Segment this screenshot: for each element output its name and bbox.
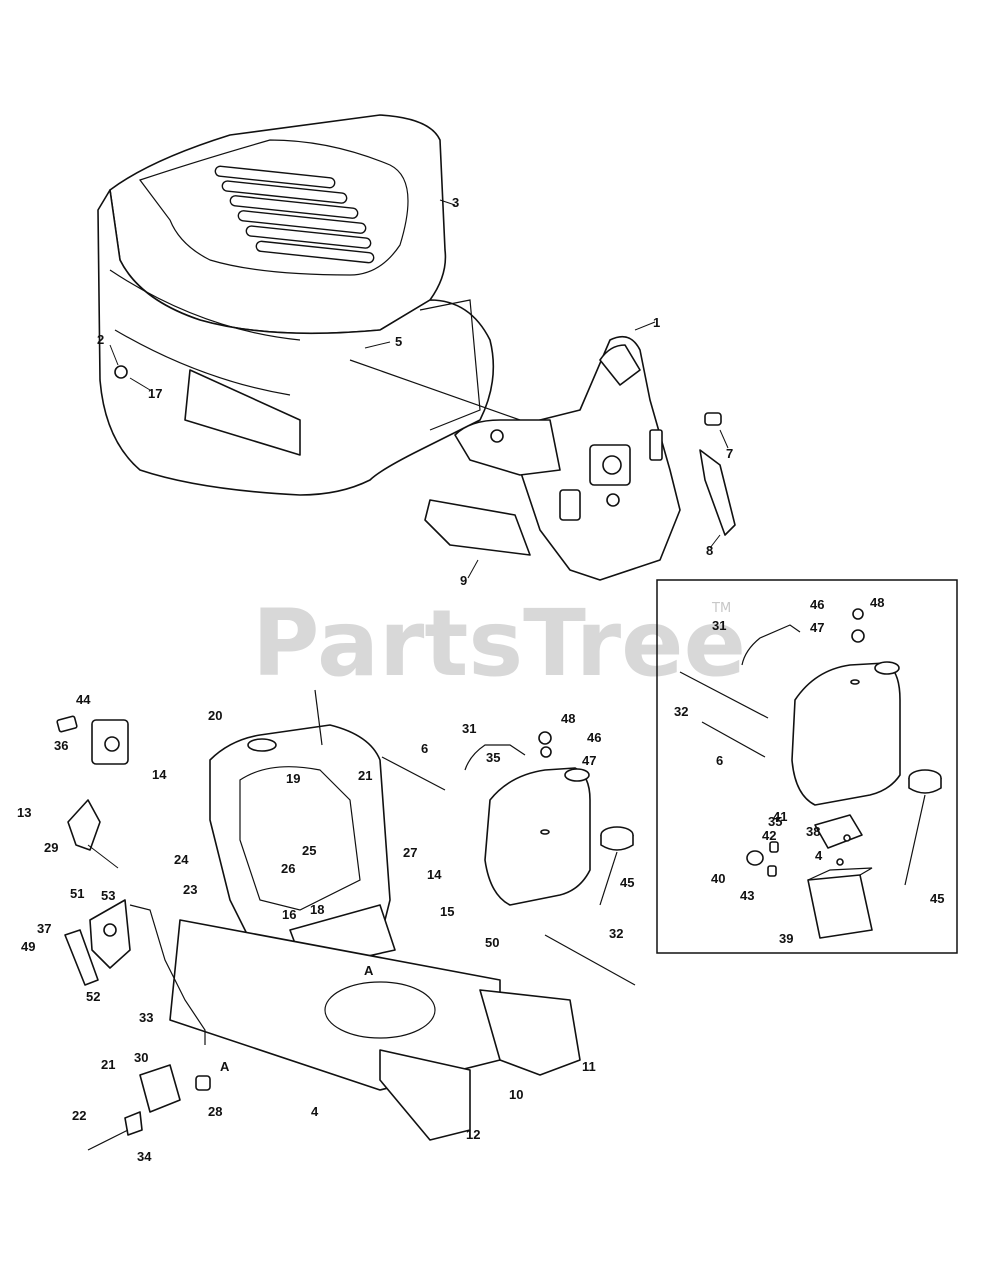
fuel-tank-part-35 bbox=[484, 767, 591, 906]
watermark: PartsTree bbox=[252, 590, 746, 697]
bumper-part-7 bbox=[704, 412, 722, 426]
callout-45: 45 bbox=[620, 875, 634, 890]
hood-part bbox=[97, 114, 521, 496]
inset-rod-part-32 bbox=[679, 671, 769, 719]
inset-fuel-cap-part-45 bbox=[904, 769, 942, 886]
callout-49: 49 bbox=[21, 939, 35, 954]
inset-callout-38: 38 bbox=[806, 824, 820, 839]
fuel-fitting-parts bbox=[538, 731, 552, 758]
callout-A-2: A bbox=[220, 1059, 230, 1074]
callout-6: 6 bbox=[421, 741, 428, 756]
inset-callout-48: 48 bbox=[870, 595, 884, 610]
callout-13: 13 bbox=[17, 805, 31, 820]
callout-51: 51 bbox=[70, 886, 84, 901]
callout-44: 44 bbox=[76, 692, 91, 707]
callout-4: 4 bbox=[311, 1104, 319, 1119]
bracket-part-30 bbox=[87, 1064, 211, 1151]
callout-7: 7 bbox=[726, 446, 733, 461]
callout-23: 23 bbox=[183, 882, 197, 897]
callout-22: 22 bbox=[72, 1108, 86, 1123]
callout-35: 35 bbox=[486, 750, 500, 765]
inset-bracket-part-41 bbox=[814, 814, 863, 849]
inset-callout-43: 43 bbox=[740, 888, 754, 903]
watermark-trademark: TM bbox=[711, 601, 731, 616]
inset-box bbox=[656, 579, 958, 954]
callout-28: 28 bbox=[208, 1104, 222, 1119]
callout-5: 5 bbox=[395, 334, 402, 349]
callout-18: 18 bbox=[310, 902, 324, 917]
ignition-switch-part-44 bbox=[56, 715, 129, 765]
inset-callout-31: 31 bbox=[712, 618, 726, 633]
callout-14-a: 14 bbox=[152, 767, 167, 782]
callout-19: 19 bbox=[286, 771, 300, 786]
inset-callout-42: 42 bbox=[762, 828, 776, 843]
callout-21-a: 21 bbox=[358, 768, 372, 783]
callout-48: 48 bbox=[561, 711, 575, 726]
callout-33: 33 bbox=[139, 1010, 153, 1025]
callout-A-1: A bbox=[364, 963, 374, 978]
callout-26: 26 bbox=[281, 861, 295, 876]
inset-callout-45: 45 bbox=[930, 891, 944, 906]
inset-callout-39: 39 bbox=[779, 931, 793, 946]
callout-31: 31 bbox=[462, 721, 476, 736]
inset-callout-47: 47 bbox=[810, 620, 824, 635]
callout-46: 46 bbox=[587, 730, 601, 745]
callout-9: 9 bbox=[460, 573, 467, 588]
callout-27: 27 bbox=[403, 845, 417, 860]
dash-frame-part bbox=[169, 689, 581, 1141]
inset-callout-46: 46 bbox=[810, 597, 824, 612]
rod-part-32 bbox=[544, 934, 636, 986]
callout-32: 32 bbox=[609, 926, 623, 941]
inset-fuel-line-part-31 bbox=[741, 624, 801, 666]
fuel-cap-part-45 bbox=[599, 826, 634, 906]
hood-vent-slots bbox=[214, 165, 375, 264]
rod-part-6 bbox=[381, 756, 446, 791]
inset-callout-32: 32 bbox=[674, 704, 688, 719]
callout-47: 47 bbox=[582, 753, 596, 768]
callout-10: 10 bbox=[509, 1087, 523, 1102]
callout-25: 25 bbox=[302, 843, 316, 858]
inset-rod-part-6 bbox=[701, 721, 766, 758]
callout-53: 53 bbox=[101, 888, 115, 903]
callout-52: 52 bbox=[86, 989, 100, 1004]
inset-fuel-tank-part-35 bbox=[791, 661, 901, 806]
callout-12: 12 bbox=[466, 1127, 480, 1142]
callout-37: 37 bbox=[37, 921, 51, 936]
inset-callout-6: 6 bbox=[716, 753, 723, 768]
inset-battery-part-39 bbox=[807, 867, 873, 939]
callout-15: 15 bbox=[440, 904, 454, 919]
callout-29: 29 bbox=[44, 840, 58, 855]
inset-callout-40: 40 bbox=[711, 871, 725, 886]
callout-14-b: 14 bbox=[427, 867, 442, 882]
bracket-part-8 bbox=[699, 449, 736, 536]
callout-17: 17 bbox=[148, 386, 162, 401]
callout-50: 50 bbox=[485, 935, 499, 950]
inset-callout-41: 41 bbox=[773, 809, 787, 824]
callout-16: 16 bbox=[282, 907, 296, 922]
callout-11: 11 bbox=[582, 1059, 596, 1074]
inset-callout-4: 4 bbox=[815, 848, 823, 863]
side-panel-part-9 bbox=[424, 499, 531, 556]
callout-34: 34 bbox=[137, 1149, 152, 1164]
rod-part-33 bbox=[129, 904, 206, 1045]
callout-30: 30 bbox=[134, 1050, 148, 1065]
fuel-line-part-31 bbox=[464, 744, 526, 771]
nut-part-2 bbox=[114, 365, 128, 379]
callout-20: 20 bbox=[208, 708, 222, 723]
callout-8: 8 bbox=[706, 543, 713, 558]
callout-21-b: 21 bbox=[101, 1057, 115, 1072]
callout-1: 1 bbox=[653, 315, 660, 330]
lever-part-29 bbox=[67, 799, 101, 851]
throttle-control-part bbox=[64, 899, 131, 986]
grille-part bbox=[454, 335, 681, 581]
callout-24: 24 bbox=[174, 852, 189, 867]
inset-small-parts bbox=[746, 608, 865, 877]
inset-callout-35: 35 bbox=[768, 814, 782, 829]
callout-3: 3 bbox=[452, 195, 459, 210]
callout-2: 2 bbox=[97, 332, 104, 347]
callout-36: 36 bbox=[54, 738, 68, 753]
